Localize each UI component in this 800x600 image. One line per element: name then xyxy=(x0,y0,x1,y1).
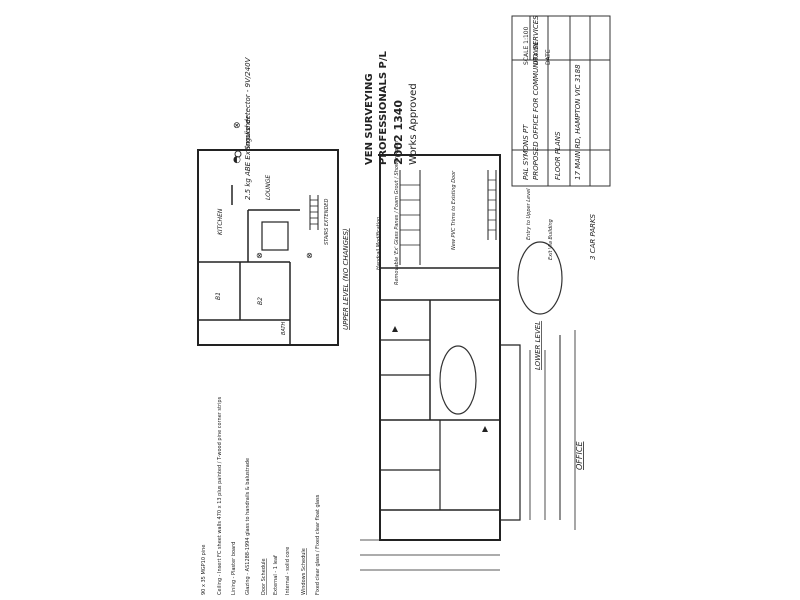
room-office: OFFICE xyxy=(575,441,584,470)
title-address: 17 MAIN RD, HAMPTON VIC 3188 xyxy=(574,64,582,180)
spec-note-5: Door Schedule xyxy=(261,558,267,595)
title-date: DATE xyxy=(545,49,552,65)
room-kitchen: KITCHEN xyxy=(217,208,224,235)
lower-level-labels: Removable 'Ex' Glass Panes / Foam Grout … xyxy=(376,141,597,470)
extinguisher-symbol: ◐ xyxy=(233,155,241,165)
title-scale: SCALE 1:100 xyxy=(523,26,530,65)
title-drawn: DRAWN xyxy=(533,42,540,65)
lower-level-stair-treads xyxy=(400,179,496,246)
stairs-note: STAIRS EXTENDED xyxy=(324,199,330,245)
extinguisher-marker-1 xyxy=(392,326,398,332)
extinguisher-marker-2 xyxy=(482,426,488,432)
spec-note-7: Internal - solid core xyxy=(285,547,291,595)
spec-notes: 90 x 35 MGP10 pine Ceiling - Insert FC s… xyxy=(201,396,321,595)
stamp-number: 2002 1340 xyxy=(392,100,405,165)
lower-level-plan xyxy=(360,154,576,571)
room-lounge: LOUNGE xyxy=(265,175,272,200)
room-bath: BATH xyxy=(281,321,287,335)
spec-note-8: Windows Schedule xyxy=(301,548,307,595)
spec-note-1: 90 x 35 MGP10 pine xyxy=(201,545,207,595)
stamp-line2: PROFESSIONALS P/L xyxy=(378,50,389,165)
smoke-detector-upper-2: ⊗ xyxy=(306,251,313,260)
spec-note-6: External - 1 leaf xyxy=(273,555,279,595)
note-entry: Entry to Upper Level xyxy=(526,188,532,240)
spec-note-9: Fixed clear glass / Fixed clear float gl… xyxy=(315,494,321,595)
note-car-parks: 3 CAR PARKS xyxy=(589,213,597,260)
note-removable-panes: Removable 'Ex' Glass Panes / Foam Grout … xyxy=(394,141,400,285)
room-b1: B1 xyxy=(215,292,222,300)
upper-level-title: UPPER LEVEL (NO CHANGES) xyxy=(342,228,350,330)
smoke-alarm-note: Smoke detector - 9V/240V xyxy=(244,56,252,150)
smoke-detector-upper-1: ⊗ xyxy=(256,251,263,260)
title-drawing: FLOOR PLANS xyxy=(554,131,562,180)
title-block-text: PROPOSED OFFICE FOR COMMUNITY SERVICES P… xyxy=(522,15,582,180)
upper-level-plan xyxy=(197,149,339,346)
extinguisher-note: 2.5 kg ABE Extinguisher xyxy=(244,115,252,200)
highlight-ellipse-entry xyxy=(517,241,563,315)
smoke-alarm-symbol: ⊗ xyxy=(233,121,241,131)
highlight-ellipse-office xyxy=(439,345,477,415)
title-block xyxy=(511,15,611,187)
spec-note-3: Lining - Plaster board xyxy=(231,542,237,595)
spec-note-2: Ceiling - Insert FC sheet walls 470 x 13… xyxy=(217,396,223,595)
spec-note-4: Glazing - AS1288-1994 glass to handrails… xyxy=(245,458,251,595)
lower-level-title: LOWER LEVEL xyxy=(534,321,542,370)
upper-level-labels: KITCHEN LOUNGE B1 B2 BATH STAIRS EXTENDE… xyxy=(215,175,350,335)
stamp-line1: VEN SURVEYING xyxy=(364,73,375,165)
title-client: PAL SYMONS PT xyxy=(522,124,530,180)
approval-stamp: VEN SURVEYING PROFESSIONALS P/L 2002 134… xyxy=(364,50,419,165)
note-new-trims: New PVC Trims to Existing Door xyxy=(451,170,457,250)
note-handrail: Handrail Modification xyxy=(376,217,382,270)
title-project: PROPOSED OFFICE FOR COMMUNITY SERVICES xyxy=(532,15,540,180)
stamp-status: Works Approved xyxy=(408,83,419,165)
note-exit: Exit Via Building xyxy=(548,219,554,260)
room-b2: B2 xyxy=(257,297,264,305)
